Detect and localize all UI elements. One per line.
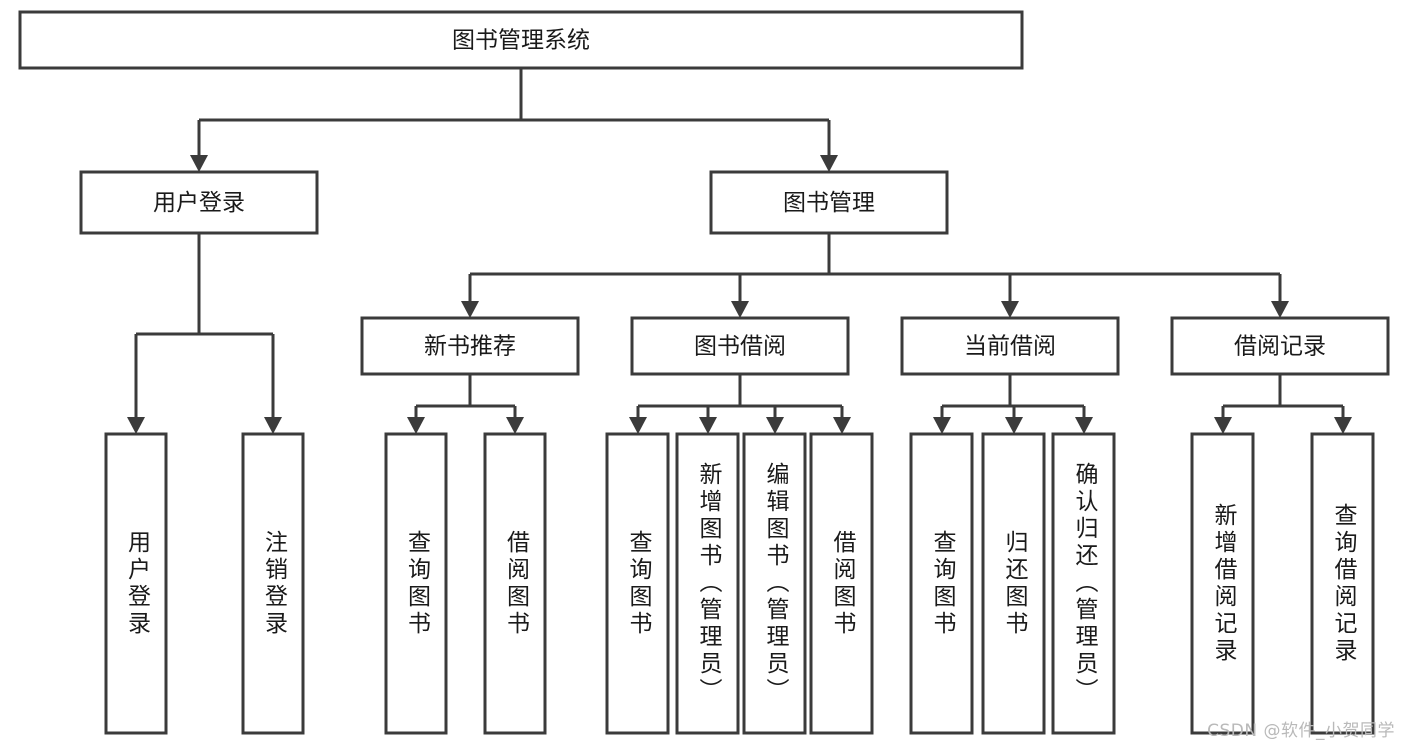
connector-record-to-leaves <box>1214 374 1352 434</box>
connector-root-to-level2 <box>190 68 838 172</box>
arrow-head-leaf-confirm-return-admin <box>1075 417 1093 434</box>
arrow-head-borrow-record <box>1271 301 1289 318</box>
node-box-borrow-record[interactable] <box>1170 316 1390 376</box>
arrow-head-book-borrow <box>731 301 749 318</box>
node-label-new-book-recommend: 新书推荐 <box>424 334 516 360</box>
arrow-head-new-book-recommend <box>461 301 479 318</box>
arrow-head-leaf-borrow-book-recommend <box>506 417 524 434</box>
node-box-leaf-add-book-admin[interactable] <box>675 432 740 735</box>
node-label-user-login: 用户登录 <box>153 190 245 216</box>
node-label-book-borrow: 图书借阅 <box>694 334 786 360</box>
arrow-head-leaf-logout-login <box>264 417 282 434</box>
arrow-head-leaf-edit-book-admin <box>766 417 784 434</box>
node-box-leaf-borrow-book-recommend[interactable] <box>483 432 547 735</box>
connector-recommend-to-leaves <box>407 374 524 434</box>
arrow-head-leaf-add-book-admin <box>699 417 717 434</box>
node-box-leaf-edit-book-admin[interactable] <box>742 432 807 735</box>
arrow-head-book-management <box>820 155 838 172</box>
node-label-borrow-record: 借阅记录 <box>1234 334 1326 360</box>
csdn-watermark: CSDN @软件_小贺同学 <box>1207 721 1395 741</box>
arrow-head-leaf-query-book-recommend <box>407 417 425 434</box>
arrow-head-current-borrow <box>1001 301 1019 318</box>
node-box-book-management[interactable] <box>709 170 949 235</box>
node-box-leaf-query-book-borrow[interactable] <box>605 432 670 735</box>
node-box-leaf-query-book-recommend[interactable] <box>384 432 448 735</box>
connector-borrow-to-leaves <box>629 374 851 434</box>
node-label-current-borrow: 当前借阅 <box>964 334 1056 360</box>
node-box-leaf-user-login[interactable] <box>104 432 168 735</box>
connector-bookmgmt-to-level3 <box>461 233 1289 318</box>
node-box-leaf-add-borrow-record[interactable] <box>1190 432 1255 735</box>
node-label-system: 图书管理系统 <box>452 28 590 54</box>
node-box-book-borrow[interactable] <box>630 316 850 376</box>
node-box-user-login[interactable] <box>79 170 319 235</box>
node-label-book-management: 图书管理 <box>783 190 875 216</box>
arrow-head-leaf-query-book-borrow <box>629 417 647 434</box>
arrow-head-user-login <box>190 155 208 172</box>
node-box-new-book-recommend[interactable] <box>360 316 580 376</box>
connectors-layer <box>127 68 1352 434</box>
arrow-head-leaf-return-book <box>1005 417 1023 434</box>
arrow-head-leaf-query-book-current <box>933 417 951 434</box>
node-box-leaf-query-book-current[interactable] <box>909 432 974 735</box>
node-box-leaf-borrow-book[interactable] <box>809 432 874 735</box>
boxes-layer <box>18 10 1390 735</box>
node-box-leaf-confirm-return-admin[interactable] <box>1051 432 1116 735</box>
arrow-head-leaf-query-borrow-record <box>1334 417 1352 434</box>
arrow-head-leaf-user-login <box>127 417 145 434</box>
connector-current-to-leaves <box>933 374 1093 434</box>
connector-userlogin-to-leaves <box>127 233 282 434</box>
node-box-leaf-return-book[interactable] <box>981 432 1046 735</box>
node-box-current-borrow[interactable] <box>900 316 1120 376</box>
node-box-system[interactable] <box>18 10 1024 70</box>
arrow-head-leaf-add-borrow-record <box>1214 417 1232 434</box>
node-box-leaf-query-borrow-record[interactable] <box>1310 432 1375 735</box>
arrow-head-leaf-borrow-book <box>833 417 851 434</box>
node-box-leaf-logout-login[interactable] <box>241 432 305 735</box>
